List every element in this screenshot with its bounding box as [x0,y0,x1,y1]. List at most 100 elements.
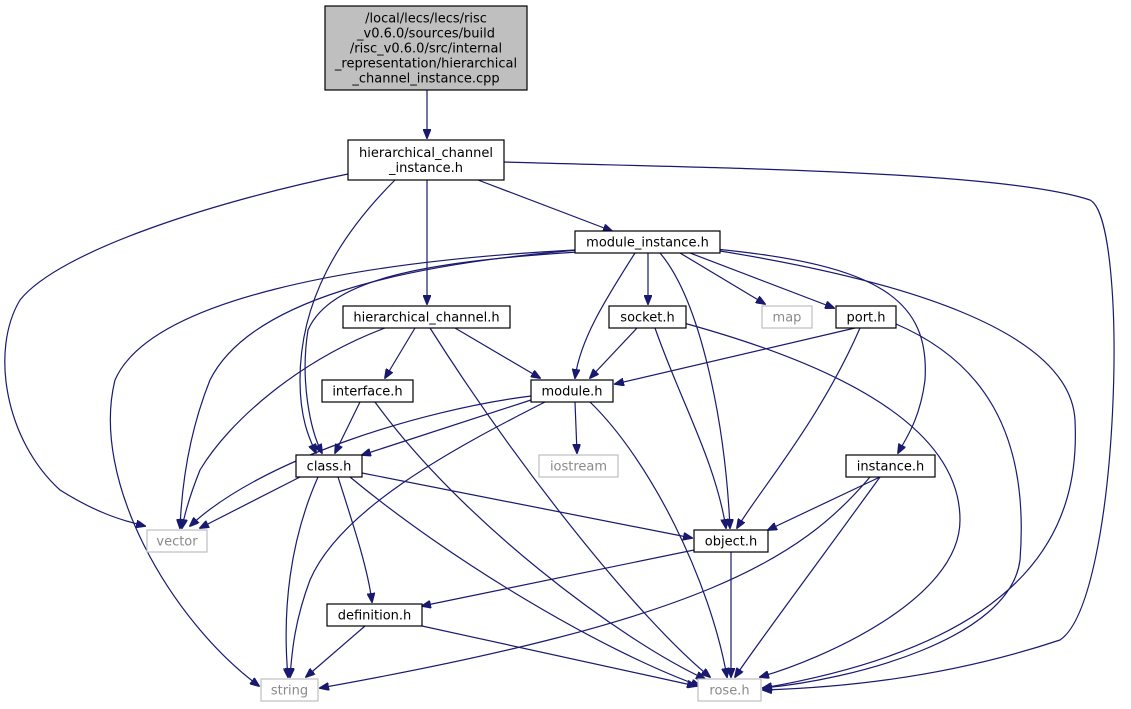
edge-module-instance-h-to-class-h [304,251,579,453]
edge-interface-h-to-rose-h [374,401,705,679]
edge-module-instance-h-to-map [679,252,765,304]
node-label-instance-h: instance.h [857,460,924,475]
edge-instance-h-to-rose-h [735,476,881,677]
node-box-rose-h [697,678,762,702]
node-vector[interactable]: vector [146,529,208,553]
node-rose-h[interactable]: rose.h [697,678,762,702]
edge-instance-h-to-string [320,476,871,688]
edge-hierarchical-channel-h-to-vector [182,327,386,528]
node-label-root: /risc_v0.6.0/src/internal [350,42,502,57]
edge-hci-h-to-vector [4,173,349,526]
edge-socket-h-to-module-h [590,327,638,378]
edge-class-h-to-vector [200,476,301,528]
node-hci-h[interactable]: hierarchical_channel_instance.h [347,139,505,181]
edge-port-h-to-rose-h [763,323,1022,688]
node-box-iostream [538,454,619,478]
node-map[interactable]: map [761,305,813,329]
edge-module-h-to-class-h [362,399,532,455]
node-hierarchical-channel-h[interactable]: hierarchical_channel.h [342,305,511,329]
edge-module-h-to-iostream [575,401,577,453]
node-root[interactable]: /local/lecs/lecs/risc_v0.6.0/sources/bui… [324,5,528,91]
node-label-string: string [271,684,308,699]
node-label-class-h: class.h [307,460,352,475]
node-string[interactable]: string [260,678,319,702]
node-label-module-h: module.h [541,385,602,400]
edge-port-h-to-object-h [737,327,861,528]
node-label-interface-h: interface.h [332,385,402,400]
node-socket-h[interactable]: socket.h [608,305,687,329]
edge-object-h-to-definition-h [422,549,695,606]
dependency-edges [4,90,1115,690]
node-label-vector: vector [156,535,198,550]
node-box-map [761,305,813,329]
edge-module-instance-h-to-instance-h [714,248,926,453]
edge-instance-h-to-object-h [768,476,881,530]
edge-module-h-to-vector [190,395,532,526]
edge-socket-h-to-object-h [654,327,726,528]
node-iostream[interactable]: iostream [538,454,619,478]
edge-definition-h-to-string [306,625,366,677]
node-label-root: _v0.6.0/sources/build [356,27,495,42]
edge-class-h-to-definition-h [337,476,372,602]
edge-hci-h-to-class-h [299,179,396,453]
edge-module-h-to-rose-h [589,401,727,677]
node-label-root: _channel_instance.cpp [351,72,499,87]
node-label-root: /local/lecs/lecs/risc [365,12,487,27]
node-box-interface-h [321,379,414,403]
edge-hierarchical-channel-h-to-module-h [454,327,540,378]
edge-module-h-to-string [290,401,546,677]
node-label-root: _representation/hierarchical [334,57,517,72]
node-box-string [260,678,319,702]
node-label-iostream: iostream [550,460,607,475]
node-box-root [324,5,528,91]
edge-socket-h-to-rose-h [679,321,961,677]
node-label-hci-h: _instance.h [388,161,463,176]
node-interface-h[interactable]: interface.h [321,379,414,403]
edge-module-instance-h-to-rose-h [719,250,1076,688]
edge-class-h-to-string [286,476,319,677]
node-class-h[interactable]: class.h [295,454,363,478]
node-label-hci-h: hierarchical_channel [359,146,493,161]
node-module-h[interactable]: module.h [530,379,614,403]
node-box-instance-h [845,454,936,478]
node-box-vector [146,529,208,553]
node-port-h[interactable]: port.h [835,305,897,329]
node-box-object-h [693,529,769,553]
node-box-module-h [530,379,614,403]
node-instance-h[interactable]: instance.h [845,454,936,478]
edge-hierarchical-channel-h-to-interface-h [385,327,416,378]
edge-definition-h-to-rose-h [421,625,696,686]
node-box-module-instance-h [574,230,721,254]
edge-module-instance-h-to-string [109,249,576,686]
node-box-port-h [835,305,897,329]
node-box-class-h [295,454,363,478]
edge-class-h-to-rose-h [349,476,700,686]
node-label-socket-h: socket.h [620,311,674,326]
edge-module-instance-h-to-module-h [575,252,636,378]
edge-hci-h-to-rose-h [503,161,1115,690]
node-label-rose-h: rose.h [709,684,749,699]
edge-module-instance-h-to-object-h [659,252,730,528]
node-box-socket-h [608,305,687,329]
node-label-port-h: port.h [846,311,885,326]
node-box-definition-h [326,603,423,627]
node-label-object-h: object.h [705,535,757,550]
node-object-h[interactable]: object.h [693,529,769,553]
node-box-hierarchical-channel-h [342,305,511,329]
edge-interface-h-to-class-h [335,401,361,453]
edge-module-instance-h-to-port-h [689,252,834,308]
node-box-hci-h [347,139,505,181]
node-label-hierarchical-channel-h: hierarchical_channel.h [353,311,499,326]
edge-class-h-to-object-h [361,472,692,538]
node-label-map: map [773,311,802,326]
node-definition-h[interactable]: definition.h [326,603,423,627]
edge-hci-h-to-module-instance-h [477,179,612,231]
node-label-module-instance-h: module_instance.h [586,236,709,251]
node-label-definition-h: definition.h [338,609,412,624]
graph-nodes: /local/lecs/lecs/risc_v0.6.0/sources/bui… [146,5,936,702]
edge-port-h-to-module-h [615,327,856,384]
node-module-instance-h[interactable]: module_instance.h [574,230,721,254]
edge-hierarchical-channel-h-to-rose-h [429,327,710,677]
edge-module-instance-h-to-vector [180,249,579,528]
